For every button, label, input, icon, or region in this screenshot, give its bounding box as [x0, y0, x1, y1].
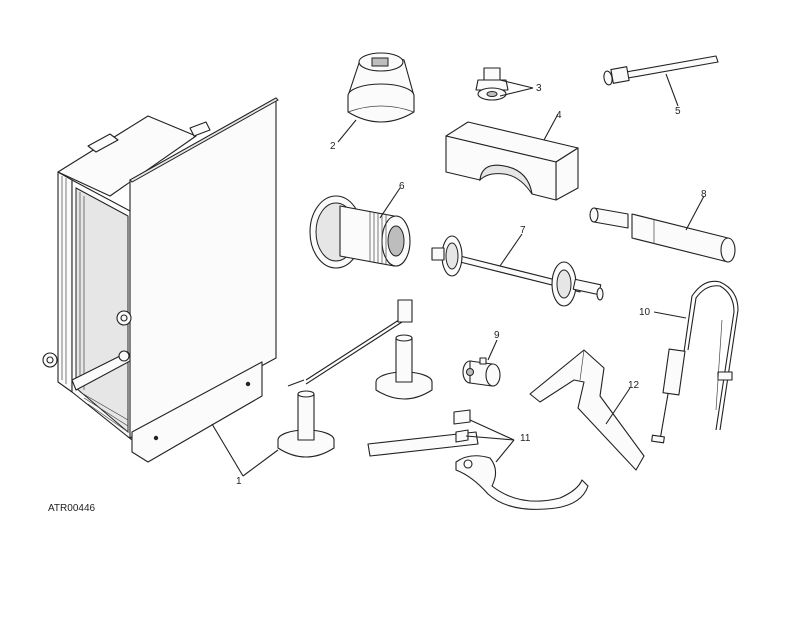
callout-9: 9 — [494, 330, 500, 341]
part-11-pin-wrench — [367, 409, 589, 510]
callout-11: 11 — [520, 433, 531, 444]
callout-10: 10 — [639, 307, 651, 318]
indicator-stand — [277, 299, 433, 458]
reference-code: ATR00446 — [48, 503, 96, 514]
leader-lines — [211, 73, 705, 477]
part-1-stand-frame — [42, 97, 279, 463]
part-2-cup-tool — [347, 52, 415, 123]
part-4-block — [445, 121, 579, 201]
callout-1: 1 — [236, 476, 242, 487]
part-9-sleeve — [462, 357, 501, 387]
callout-7: 7 — [520, 225, 526, 236]
callout-5: 5 — [675, 106, 681, 117]
callout-8: 8 — [701, 189, 707, 200]
callout-12: 12 — [628, 380, 640, 391]
part-12-bracket — [529, 349, 645, 471]
part-7-puller-rod — [431, 235, 604, 307]
callout-3: 3 — [536, 83, 542, 94]
callout-2: 2 — [330, 141, 336, 152]
callout-6: 6 — [399, 181, 405, 192]
callout-4: 4 — [556, 110, 562, 121]
part-10-gauge — [651, 280, 739, 444]
part-5-pin — [603, 55, 719, 86]
part-6-threaded-bushing — [309, 195, 411, 269]
part-8-dowel — [589, 207, 736, 263]
